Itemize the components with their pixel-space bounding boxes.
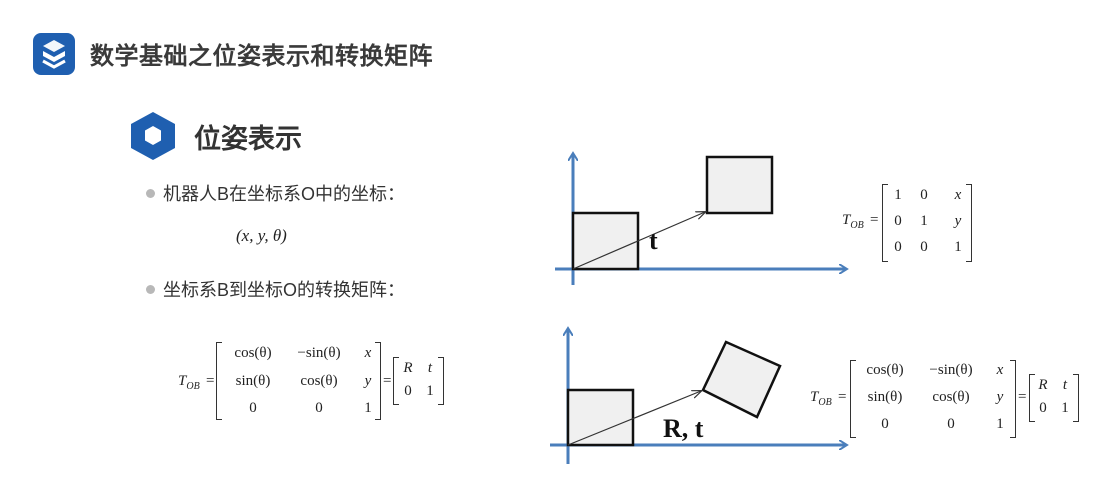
- matrix-cell: 0: [881, 416, 889, 432]
- equals-sign: =: [383, 373, 392, 389]
- transform-vector: [567, 391, 701, 446]
- matrix-cell: 0: [920, 187, 928, 203]
- matrix-cell: x: [996, 362, 1004, 378]
- vector-label: R, t: [663, 414, 704, 443]
- bracket-left: [882, 184, 888, 262]
- matrix-cell: 0: [315, 400, 323, 416]
- matrix-cell: sin(θ): [867, 389, 903, 405]
- matrix-general: TOB = cos(θ) −sin(θ) x sin(θ) cos(θ) y 0…: [178, 340, 448, 422]
- matrix-cell: sin(θ): [235, 373, 271, 389]
- matrix-general-right: TOB = cos(θ) −sin(θ) x sin(θ) cos(θ) y 0…: [810, 358, 1090, 440]
- matrix-cell: y: [364, 373, 372, 389]
- matrix-cell: 0: [920, 239, 928, 255]
- block-cell: 0: [1039, 400, 1047, 416]
- page-title: 数学基础之位姿表示和转换矩阵: [90, 43, 433, 70]
- bracket-left: [1029, 374, 1035, 422]
- matrix-cell: cos(θ): [866, 362, 904, 378]
- bracket-right: [375, 342, 381, 420]
- translation-diagram: t: [555, 145, 855, 285]
- equals-sign: =: [206, 373, 215, 389]
- block-cell: 1: [426, 383, 434, 399]
- rotation-translation-diagram: R, t: [550, 322, 855, 464]
- equals-sign: =: [838, 389, 847, 405]
- matrix-cell: 0: [894, 239, 902, 255]
- matrix-cell: 1: [996, 416, 1004, 432]
- matrix-translation: TOB = 1 0 x 0 1 y 0 0 1: [842, 184, 982, 264]
- matrix-cell: cos(θ): [300, 373, 338, 389]
- robot-box-rotated: [701, 340, 782, 419]
- block-cell: R: [1038, 377, 1048, 393]
- robot-box-origin: [566, 388, 635, 447]
- matrix-cell: −sin(θ): [929, 362, 973, 378]
- bullet-dot: [146, 188, 155, 198]
- matrix-cell: cos(θ): [234, 345, 272, 361]
- matrix-cell: 0: [947, 416, 955, 432]
- matrix-cell: 1: [920, 213, 928, 229]
- bracket-left: [393, 357, 399, 405]
- matrix-cell: −sin(θ): [297, 345, 341, 361]
- block-cell: 1: [1061, 400, 1069, 416]
- bullet-text: 坐标系B到坐标O的转换矩阵：: [163, 280, 406, 300]
- block-cell: t: [1062, 377, 1068, 393]
- hexagon-icon: [128, 110, 178, 162]
- bullet-text: 机器人B在坐标系O中的坐标：: [163, 184, 406, 204]
- bullet-item: 机器人B在坐标系O中的坐标：: [146, 180, 405, 206]
- matrix-cell: 1: [364, 400, 372, 416]
- section-title: 位姿表示: [194, 124, 302, 154]
- bullet-dot: [146, 284, 155, 294]
- equals-sign: =: [1018, 389, 1027, 405]
- matrix-cell: 1: [954, 239, 962, 255]
- bracket-left: [850, 360, 856, 438]
- bracket-right: [966, 184, 972, 262]
- bracket-right: [438, 357, 444, 405]
- matrix-cell: x: [364, 345, 372, 361]
- vector-label: t: [649, 226, 658, 255]
- robot-box-origin: [571, 211, 640, 271]
- pose-tuple: (x, y, θ): [236, 226, 287, 245]
- matrix-cell: 1: [894, 187, 902, 203]
- bracket-right: [1073, 374, 1079, 422]
- matrix-cell: y: [954, 213, 962, 229]
- s-logo-icon: [33, 33, 75, 75]
- bracket-right: [1010, 360, 1016, 438]
- matrix-cell: 0: [894, 213, 902, 229]
- bracket-left: [216, 342, 222, 420]
- matrix-lhs: TOB: [178, 373, 200, 392]
- translation-vector: [572, 212, 705, 270]
- matrix-cell: y: [996, 389, 1004, 405]
- matrix-cell: cos(θ): [932, 389, 970, 405]
- matrix-cell: 0: [249, 400, 257, 416]
- matrix-lhs: TOB: [810, 389, 832, 408]
- matrix-lhs: TOB: [842, 212, 864, 231]
- matrix-cell: x: [954, 187, 962, 203]
- robot-box-translated: [705, 155, 774, 215]
- block-cell: R: [403, 360, 413, 376]
- block-cell: t: [427, 360, 433, 376]
- bullet-item: 坐标系B到坐标O的转换矩阵：: [146, 276, 405, 302]
- block-cell: 0: [404, 383, 412, 399]
- equals-sign: =: [870, 212, 879, 228]
